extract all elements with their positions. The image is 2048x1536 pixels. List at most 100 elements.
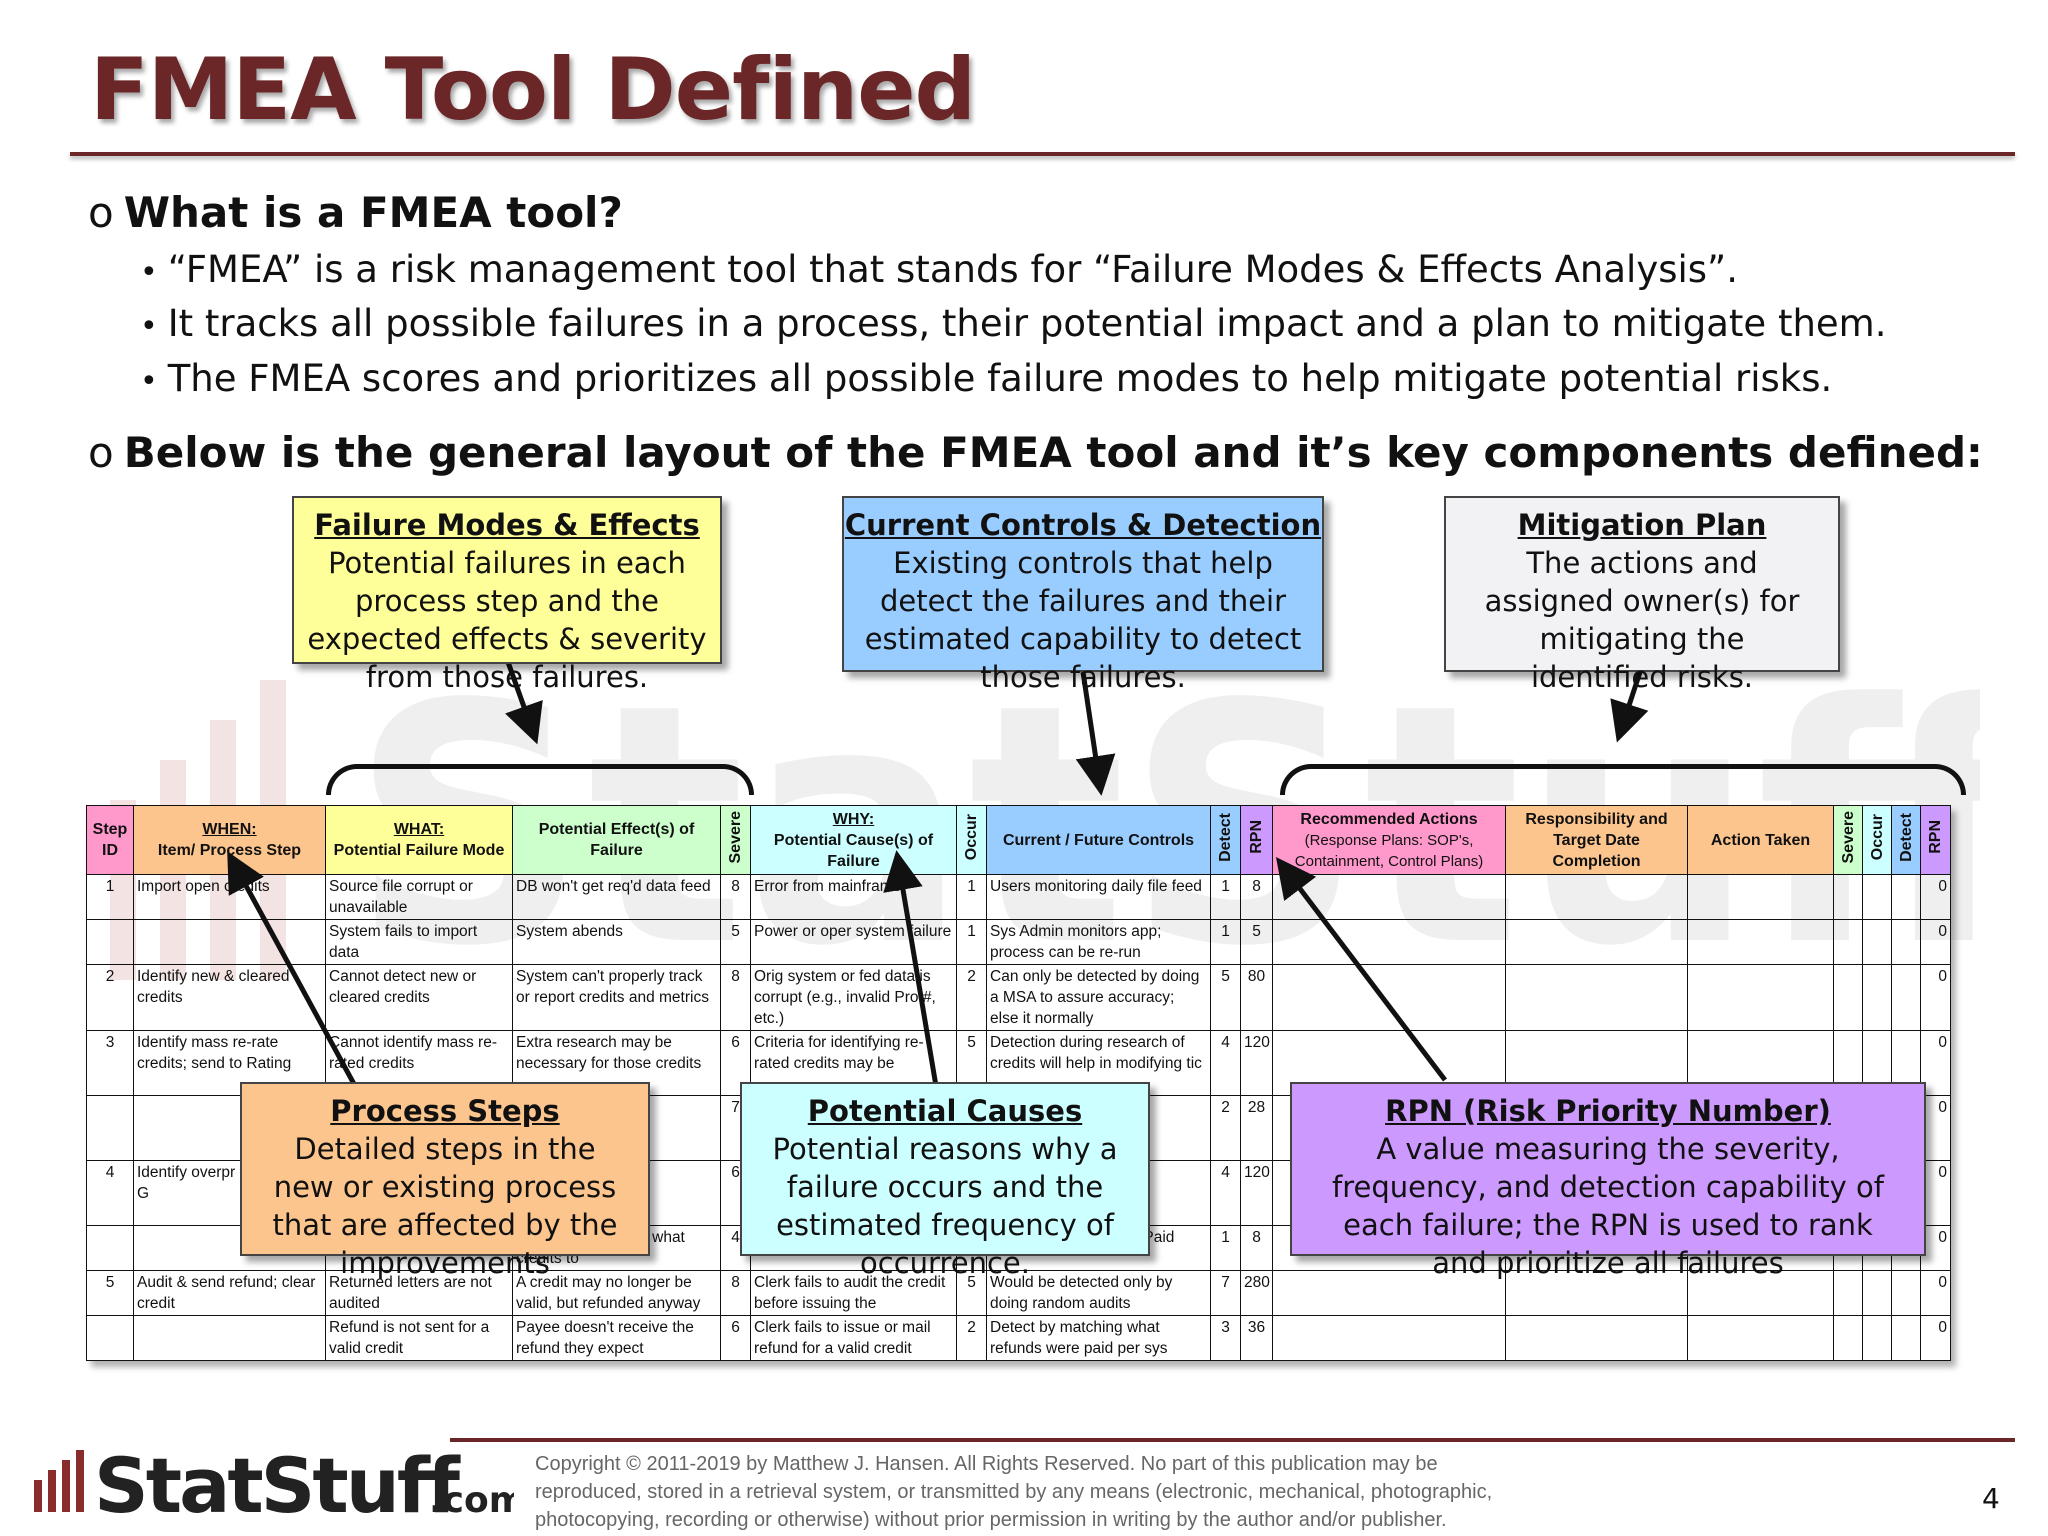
footer-rule (450, 1438, 2015, 1442)
arrow-mitigation (1610, 671, 1649, 743)
callout-title: Mitigation Plan (1517, 508, 1767, 542)
slide-title: FMEA Tool Defined (90, 40, 976, 140)
cell-control: Would be detected only by doing random a… (986, 1270, 1211, 1316)
cell-failure-mode: Source file corrupt or unavailable (325, 874, 513, 920)
callout-failure-modes: Failure Modes & Effects Potential failur… (292, 496, 722, 694)
bullet-text: It tracks all possible failures in a pro… (167, 302, 1887, 345)
header-detect: Detect (1210, 805, 1241, 875)
callout-text: Potential reasons why a failure occurs a… (772, 1132, 1118, 1280)
copyright-line: reproduced, stored in a retrieval system… (535, 1481, 1493, 1503)
header-rpn: RPN (1240, 805, 1273, 875)
cell-effect: System abends (512, 919, 721, 965)
header-severe-2: Severe (1833, 805, 1863, 875)
cell-occurrence-2 (1862, 1315, 1892, 1361)
callout-title: Potential Causes (807, 1094, 1083, 1128)
cell-severity: 8 (720, 964, 751, 1031)
header-detect-2: Detect (1891, 805, 1921, 875)
cell-rpn: 120 (1240, 1160, 1273, 1226)
cell-severity-2 (1833, 874, 1863, 920)
question-text: Below is the general layout of the FMEA … (123, 428, 1983, 477)
table-row: Refund is not sent for a valid credit Pa… (86, 1315, 1951, 1361)
callout-title: Process Steps (330, 1094, 560, 1128)
callout-mitigation: Mitigation Plan The actions and assigned… (1444, 496, 1840, 694)
cell-detection: 5 (1210, 964, 1241, 1031)
table-row: System fails to import data System abend… (86, 919, 1951, 965)
bullet-text: “FMEA” is a risk management tool that st… (167, 248, 1738, 291)
callout-potential-causes: Potential Causes Potential reasons why a… (740, 1082, 1150, 1280)
cell-detection: 1 (1210, 1225, 1241, 1271)
cell-detection-2 (1891, 1315, 1921, 1361)
callout-process-steps: Process Steps Detailed steps in the new … (240, 1082, 650, 1280)
cell-occurrence: 2 (956, 964, 987, 1031)
cell-rpn-2: 0 (1920, 964, 1951, 1031)
arrow-rpn (1275, 857, 1447, 1082)
callout-current-controls: Current Controls & Detection Existing co… (842, 496, 1324, 694)
arrow-process-steps (227, 851, 363, 1097)
cell-rpn: 120 (1240, 1030, 1273, 1096)
bullet-1: •“FMEA” is a risk management tool that s… (140, 248, 1738, 291)
header-action-taken: Action Taken (1687, 805, 1834, 875)
cell-cause: Clerk fails to audit the credit before i… (750, 1270, 957, 1316)
cell-step-id: 1 (86, 874, 134, 920)
cell-control: Users monitoring daily file feed (986, 874, 1211, 920)
page-number: 4 (1982, 1482, 2000, 1515)
table-header-row: Step ID WHEN:Item/ Process Step WHAT:Pot… (86, 805, 1951, 875)
cell-action-taken (1687, 1315, 1834, 1361)
cell-action-taken (1687, 964, 1834, 1031)
cell-occurrence-2 (1862, 1270, 1892, 1316)
cell-step-id: 3 (86, 1030, 134, 1096)
cell-step-id: 4 (86, 1160, 134, 1226)
cell-cause: Power or oper system failure (750, 919, 957, 965)
arrow-failure-modes (505, 661, 543, 745)
cell-failure-mode: Returned letters are not audited (325, 1270, 513, 1316)
cell-rpn: 80 (1240, 964, 1273, 1031)
bullet-text: The FMEA scores and prioritizes all poss… (167, 357, 1833, 400)
header-effects: Potential Effect(s) of Failure (512, 805, 721, 875)
callout-text: A value measuring the severity, frequenc… (1331, 1132, 1885, 1280)
callout-title: Failure Modes & Effects (314, 508, 700, 542)
bullet-dot-icon: • (140, 364, 158, 399)
cell-effect: Payee doesn't receive the refund they ex… (512, 1315, 721, 1361)
header-step-id: Step ID (86, 805, 134, 875)
callout-text: The actions and assigned owner(s) for mi… (1484, 546, 1800, 694)
title-underline (70, 152, 2015, 156)
arrow-current-controls (1075, 671, 1116, 796)
callout-text: Potential failures in each process step … (307, 546, 707, 694)
cell-severity: 6 (720, 1315, 751, 1361)
cell-detection: 1 (1210, 874, 1241, 920)
cell-recommended-action (1272, 919, 1506, 965)
table-row: 5 Audit & send refund; clear credit Retu… (86, 1270, 1951, 1316)
cell-occurrence: 1 (956, 874, 987, 920)
copyright-notice: Copyright © 2011-2019 by Matthew J. Hans… (535, 1450, 1492, 1534)
callout-text: Existing controls that help detect the f… (864, 546, 1302, 694)
copyright-line: photocopying, recording or otherwise) wi… (535, 1509, 1447, 1531)
cell-rpn: 36 (1240, 1315, 1273, 1361)
header-rpn-2: RPN (1920, 805, 1951, 875)
cell-responsibility (1505, 919, 1688, 965)
cell-detection: 4 (1210, 1030, 1241, 1096)
cell-rpn-2: 0 (1920, 919, 1951, 965)
logo-bars-icon (34, 1450, 84, 1512)
cell-rpn-2: 0 (1920, 1270, 1951, 1316)
bullet-3: • The FMEA scores and prioritizes all pos… (140, 357, 1832, 400)
callout-title: Current Controls & Detection (844, 508, 1322, 542)
cell-recommended-action (1272, 1270, 1506, 1316)
cell-control: Detect by matching what refunds were pai… (986, 1315, 1211, 1361)
callout-text: Detailed steps in the new or existing pr… (272, 1132, 618, 1280)
header-occur: Occur (956, 805, 987, 875)
header-occur-2: Occur (1862, 805, 1892, 875)
cell-step-id (86, 1095, 134, 1161)
bullet-2: •It tracks all possible failures in a pr… (140, 302, 1886, 345)
cell-responsibility (1505, 874, 1688, 920)
cell-effect: DB won't get req'd data feed (512, 874, 721, 920)
header-responsibility: Responsibility and Target Date Completio… (1505, 805, 1688, 875)
question-text: What is a FMEA tool? (123, 188, 623, 237)
cell-rpn-2: 0 (1920, 1315, 1951, 1361)
cell-step-id (86, 1225, 134, 1271)
outline-bullet-icon: o (88, 188, 114, 237)
cell-process-step: Audit & send refund; clear credit (133, 1270, 326, 1316)
logo-text: StatStuff (94, 1441, 461, 1522)
cell-occurrence-2 (1862, 964, 1892, 1031)
